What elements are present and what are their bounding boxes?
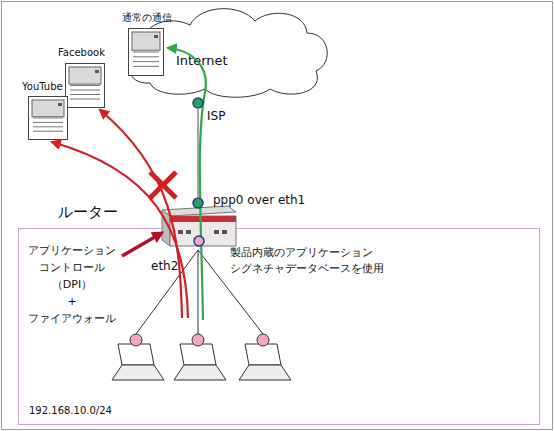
note-text: 製品内蔵のアプリケーション シグネチャデータベースを使用 (230, 245, 400, 277)
server-led (58, 103, 62, 106)
link-line (197, 109, 199, 197)
server-icon: 通常の通信 (128, 28, 164, 76)
node-label: eth2 (151, 259, 178, 273)
server-slot (33, 118, 63, 119)
router-side (162, 210, 170, 246)
server-panel (32, 100, 64, 117)
server-panel (132, 32, 160, 50)
lan-wire (198, 250, 199, 334)
laptop-base (239, 365, 291, 380)
cloud-outline (129, 9, 327, 98)
dot-circle (193, 98, 203, 108)
laptop-base (174, 365, 226, 380)
laptop-screen (245, 344, 281, 365)
server-slot (70, 85, 100, 86)
laptop-pc (174, 344, 226, 380)
server-case (66, 64, 105, 108)
router-port (178, 230, 183, 234)
server-slot (133, 52, 159, 53)
laptop-pc (239, 344, 291, 380)
blocked-flow (52, 142, 188, 318)
block-cross (150, 172, 176, 198)
router-port (214, 230, 219, 234)
interface-dot: ISP (192, 97, 204, 109)
server-slot (133, 61, 159, 62)
server-slot (33, 131, 63, 132)
node-label: 通常の通信 (122, 11, 172, 25)
node-label: Internet (176, 53, 228, 68)
block-cross (150, 172, 176, 198)
node-label: ppp0 over eth1 (213, 193, 305, 207)
node-label: ルーター (58, 203, 118, 222)
pointer-arrow (122, 234, 160, 256)
server-icon: YouTube (28, 96, 68, 140)
note-text: アプリケーション コントロール （DPI） + ファイアウォール (16, 242, 128, 327)
server-icon-shape (65, 63, 105, 108)
server-case (29, 97, 68, 140)
node-label: YouTube (22, 81, 63, 92)
lan-wire (136, 250, 198, 334)
server-icon-shape (28, 96, 68, 140)
router-stripe (170, 216, 236, 222)
server-slot (33, 122, 63, 123)
interface-dot: ppp0 over eth1 (192, 197, 204, 209)
server-slot (133, 56, 159, 57)
server-case (129, 29, 164, 76)
server-slot (33, 126, 63, 127)
server-icon: Facebook (65, 63, 105, 108)
node-label: ISP (207, 109, 225, 123)
router-port (222, 230, 227, 234)
interface-dot: eth2 (193, 235, 205, 247)
router-port (186, 230, 191, 234)
laptop-base (112, 365, 164, 380)
dot-circle (194, 236, 204, 246)
interface-dot-shape (193, 235, 205, 247)
node-label: 192.168.10.0/24 (29, 405, 112, 416)
router-top (162, 206, 236, 216)
laptop-pc (112, 344, 164, 380)
port-dot (257, 334, 269, 346)
server-slot (70, 99, 100, 100)
node-label: Facebook (58, 47, 105, 58)
laptop-screen (118, 344, 154, 365)
port-dot (192, 334, 204, 346)
laptop-screen (180, 344, 216, 365)
server-panel (69, 67, 101, 84)
interface-dot-shape (192, 97, 204, 109)
server-slot (70, 94, 100, 95)
server-led (95, 70, 99, 73)
dot-circle (193, 198, 203, 208)
server-icon-shape (128, 28, 164, 76)
router-front (170, 216, 236, 246)
interface-dot-shape (192, 197, 204, 209)
server-led (154, 35, 158, 38)
server-slot (70, 90, 100, 91)
server-slot (133, 66, 159, 67)
port-dot (130, 334, 142, 346)
